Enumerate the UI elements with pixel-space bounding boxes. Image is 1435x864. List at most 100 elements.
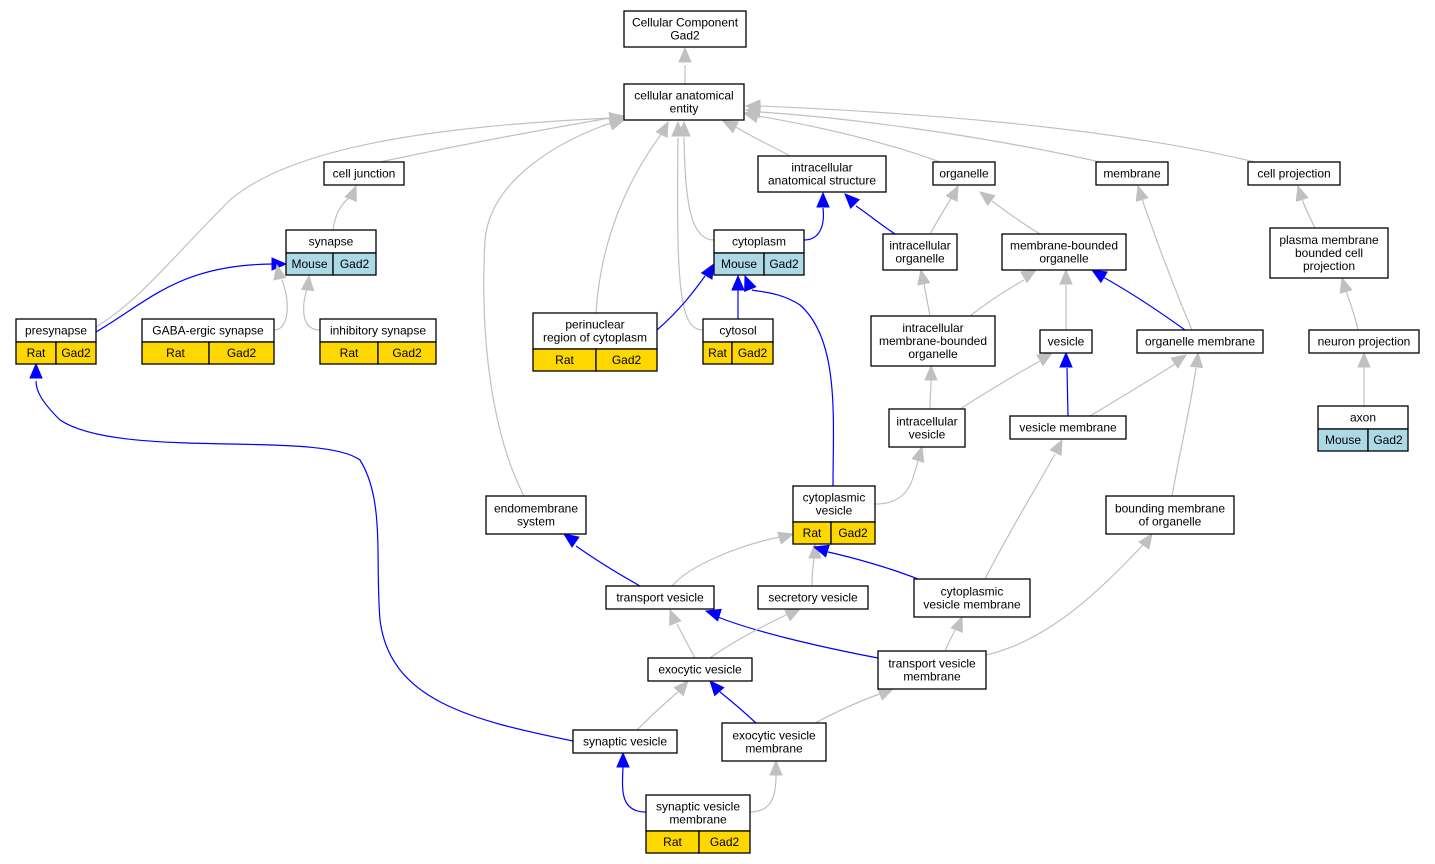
node-box bbox=[1136, 329, 1264, 354]
cell-gad2 bbox=[595, 348, 658, 372]
node-label: neuron projection bbox=[1318, 335, 1411, 349]
edge-line bbox=[1066, 367, 1069, 417]
arrowhead-icon bbox=[273, 263, 287, 281]
edge-endomembrane-system-to-cellular-anatomical-entity bbox=[483, 117, 626, 497]
node-vesicle-membrane[interactable]: vesicle membrane bbox=[1009, 415, 1127, 440]
arrowhead-icon bbox=[808, 542, 822, 559]
cell-label: Rat bbox=[166, 346, 185, 360]
node-label: synaptic vesicle bbox=[656, 800, 740, 814]
node-box bbox=[757, 155, 887, 193]
node-exocytic-vesicle[interactable]: exocytic vesicle bbox=[647, 657, 753, 682]
node-label: intracellular bbox=[902, 321, 963, 335]
edge-synaptic-vesicle-to-exocytic-vesicle bbox=[636, 680, 689, 731]
cell-gad2 bbox=[55, 341, 97, 365]
node-label: bounded cell bbox=[1295, 246, 1363, 260]
edge-gaba-ergic-synapse-to-synapse bbox=[273, 263, 288, 331]
edge-line bbox=[636, 691, 679, 731]
node-label: presynapse bbox=[25, 324, 87, 338]
node-label: organelle membrane bbox=[1145, 335, 1255, 349]
arrowhead-icon bbox=[1036, 352, 1054, 367]
edge-line bbox=[923, 283, 931, 317]
node-box bbox=[757, 585, 869, 610]
edge-line bbox=[855, 205, 896, 235]
node-synaptic-vesicle[interactable]: synaptic vesicle bbox=[572, 729, 678, 754]
cell-label: Mouse bbox=[291, 257, 327, 271]
node-box bbox=[1269, 227, 1389, 279]
node-organelle[interactable]: organelle bbox=[932, 161, 996, 186]
cell-gad2 bbox=[377, 341, 437, 365]
node-box bbox=[647, 657, 753, 682]
node-neuron-projection[interactable]: neuron projection bbox=[1308, 329, 1420, 354]
edge-membrane-bounded-organelle-to-organelle bbox=[978, 191, 1041, 235]
cell-label: Gad2 bbox=[61, 346, 91, 360]
node-box bbox=[721, 722, 827, 762]
edge-line bbox=[1141, 198, 1193, 331]
edge-line bbox=[35, 380, 574, 742]
arrowhead-icon bbox=[1020, 269, 1038, 284]
node-cell-junction[interactable]: cell junction bbox=[323, 161, 405, 186]
node-organelle-membrane[interactable]: organelle membrane bbox=[1136, 329, 1264, 354]
arrowhead-icon bbox=[1135, 184, 1149, 202]
node-box bbox=[882, 233, 958, 271]
arrowhead-icon bbox=[769, 759, 783, 776]
node-box bbox=[323, 161, 405, 186]
node-label: organelle bbox=[1039, 252, 1089, 266]
arrowhead-icon bbox=[704, 608, 722, 622]
node-label: intracellular bbox=[889, 239, 950, 253]
arrowhead-icon bbox=[616, 751, 630, 768]
arrowhead-icon bbox=[784, 608, 802, 622]
edge-transport-vesicle-to-endomembrane-system bbox=[562, 533, 641, 587]
arrowhead-icon bbox=[1059, 351, 1073, 368]
arrowhead-icon bbox=[1339, 276, 1353, 294]
arrowhead-icon bbox=[1357, 351, 1371, 368]
edge-line bbox=[757, 115, 941, 163]
arrowhead-icon bbox=[562, 533, 580, 548]
node-label: vesicle bbox=[816, 504, 853, 518]
arrowhead-icon bbox=[844, 193, 861, 210]
node-box bbox=[623, 10, 747, 48]
edge-line bbox=[595, 132, 663, 314]
node-label: transport vesicle bbox=[616, 591, 704, 605]
node-label: intracellular bbox=[896, 415, 957, 429]
node-box bbox=[1039, 329, 1093, 354]
edge-vesicle-membrane-to-vesicle bbox=[1059, 351, 1073, 417]
node-label: exocytic vesicle bbox=[732, 729, 816, 743]
cell-label: Rat bbox=[708, 346, 727, 360]
node-transport-vesicle[interactable]: transport vesicle bbox=[605, 585, 715, 610]
node-label: anatomical structure bbox=[768, 174, 876, 188]
node-box bbox=[645, 794, 751, 832]
node-membrane[interactable]: membrane bbox=[1095, 161, 1169, 186]
edge-plasma-membrane-bounded-cell-projection-to-cell-projection bbox=[1295, 184, 1316, 229]
edge-exocytic-vesicle-to-secretory-vesicle bbox=[709, 608, 802, 659]
node-cell-projection[interactable]: cell projection bbox=[1247, 161, 1341, 186]
edge-line bbox=[959, 360, 1041, 410]
node-secretory-vesicle[interactable]: secretory vesicle bbox=[757, 585, 869, 610]
edge-synaptic-vesicle-to-presynapse bbox=[29, 362, 574, 742]
edge-cell-projection-to-cellular-anatomical-entity bbox=[744, 99, 1256, 163]
node-vesicle[interactable]: vesicle bbox=[1039, 329, 1093, 354]
